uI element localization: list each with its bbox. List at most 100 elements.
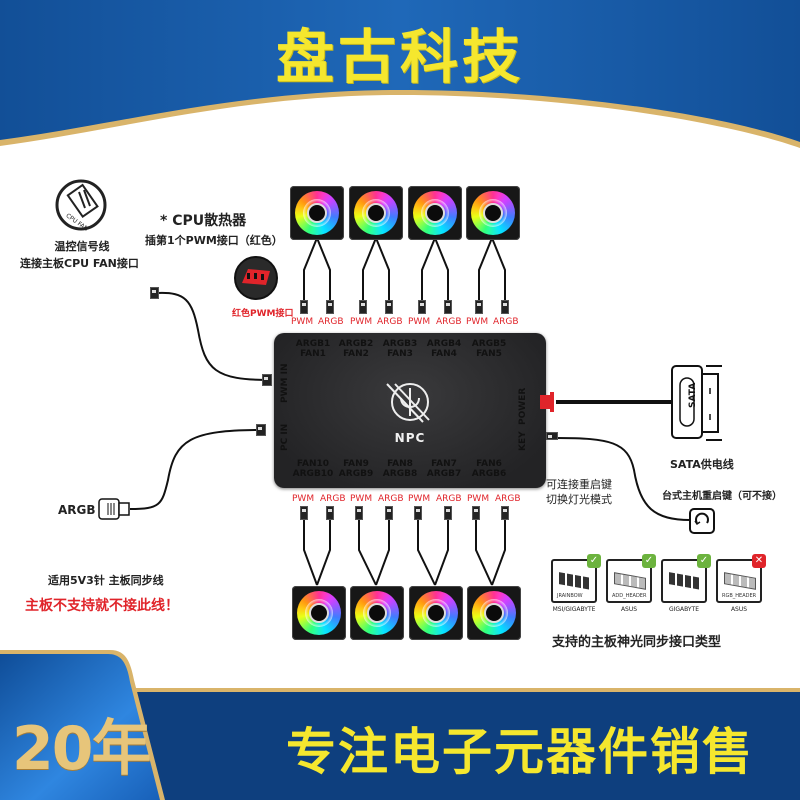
fan-bottom-2 [350,586,404,640]
cpu-cooler-title: * CPU散热器 [160,213,247,229]
hub-port-argb-label: ARGB7 [426,469,462,479]
hub-port-argb-label: ARGB10 [292,469,334,479]
mb-header-asus-add: ADD_HEADER ✓ [606,554,656,603]
mb-header-gigabyte: ✓ [661,554,711,603]
bottom-fan-3-argb-label: ARGB [436,494,462,504]
argb-plug [385,300,393,314]
hub-port-3: ARGB3 FAN3 [377,339,423,359]
pwm-plug [418,300,426,314]
check-icon: ✓ [642,554,656,568]
argb-warning: 主板不支持就不接此线！ [25,598,179,614]
hub-port-fan-label: FAN2 [343,349,369,359]
npc-fan-hub: ARGB1 FAN1 ARGB2 FAN2 ARGB3 FAN3 ARGB4 F… [274,333,546,488]
cpu-fan-header-icon: CPU FAN [55,179,107,232]
hub-port-7: FAN7 ARGB7 [421,459,467,479]
reset-button-label: 台式主机重启键（可不接） [662,491,782,502]
argb-plug [444,300,452,314]
header-pins-icon [724,572,756,590]
sata-connector-text: SATA [688,383,698,408]
pwm-in-plug [150,287,159,299]
power-label: POWER [518,387,528,425]
fan-top-4 [466,186,520,240]
hub-port-9: FAN9 ARGB9 [333,459,379,479]
pwm-plug [359,300,367,314]
banner-wave-shape [0,0,800,148]
header-pins-icon [559,572,591,590]
fan-bottom-1 [292,586,346,640]
npc-logo-text: NPC [394,431,426,445]
reset-button-icon [689,508,715,534]
bottom-fan-4-argb-label: ARGB [495,494,521,504]
years-badge: 20年 [12,714,151,784]
pwm-plug [475,300,483,314]
argb-connector-icon [98,498,130,520]
bottom-fan-3-pwm-label: PWM [408,494,431,504]
hub-port-8: FAN8 ARGB8 [377,459,423,479]
mb-header-msi-gigabyte: JRAINBOW ✓ [551,554,601,603]
bottom-banner-shape [0,650,800,800]
hub-port-fan-label: FAN8 [387,459,413,469]
top-fan-1-pwm-label: PWM [291,317,314,327]
x-icon: ✕ [752,554,766,568]
pwm-plug [300,506,308,520]
mb-brand-label: ASUS [730,606,748,613]
pwm-plug [355,506,363,520]
red-pwm-port-label: 红色PWM接口 [232,309,294,319]
argb-plug [444,506,452,520]
hub-port-fan-label: FAN10 [296,459,330,469]
key-note-line2: 切换灯光模式 [546,493,612,506]
hub-port-fan-label: FAN9 [343,459,369,469]
fan-top-3 [408,186,462,240]
hub-port-fan-label: FAN3 [387,349,413,359]
header-pins-icon [614,572,646,590]
sata-power-label: SATA供电线 [670,458,734,471]
top-fan-2-pwm-label: PWM [350,317,373,327]
top-banner: 盘古科技 [0,0,800,160]
bottom-fan-2-argb-label: ARGB [378,494,404,504]
mb-brand-label: ASUS [620,606,638,613]
key-note-line1: 可连接重启键 [546,478,612,491]
fan-top-1 [290,186,344,240]
hub-port-10: FAN10 ARGB10 [290,459,336,479]
bottom-banner: 20年 专注电子元器件销售 [0,640,800,800]
mb-brand-label: MSI/GIGABYTE [552,606,596,613]
brand-title: 盘古科技 [275,23,524,91]
hub-port-4: ARGB4 FAN4 [421,339,467,359]
pwm-plug [300,300,308,314]
pwm-in-label: PWM IN [280,363,290,404]
hub-port-argb-label: ARGB4 [426,339,462,349]
hub-port-1: ARGB1 FAN1 [290,339,336,359]
argb-plug [326,300,334,314]
bottom-fan-2-pwm-label: PWM [350,494,373,504]
mb-header-tag: ADD_HEADER [612,593,647,599]
temp-signal-line-label: 温控信号线 [54,240,110,253]
cpu-cooler-subtitle: 插第1个PWM接口（红色） [145,234,283,247]
top-fan-3-pwm-label: PWM [408,317,431,327]
check-icon: ✓ [587,554,601,568]
hub-port-fan-label: FAN7 [431,459,457,469]
bottom-fan-1-pwm-label: PWM [292,494,315,504]
argb-note: 适用5V3针 主板同步线 [48,574,164,587]
mb-headers-caption: 支持的主板神光同步接口类型 [552,635,722,650]
hub-port-2: ARGB2 FAN2 [333,339,379,359]
fan-bottom-4 [467,586,521,640]
argb-plug [501,506,509,520]
pwm-plug [414,506,422,520]
red-power-plug [540,392,554,412]
top-fan-4-pwm-label: PWM [466,317,489,327]
top-fan-2-argb-label: ARGB [377,317,403,327]
mb-header-tag: JRAINBOW [557,593,583,599]
npc-logo-icon [386,383,430,423]
hub-port-fan-label: FAN5 [476,349,502,359]
fan-bottom-3 [409,586,463,640]
connect-cpu-fan-label: 连接主板CPU FAN接口 [20,257,139,270]
hub-port-fan-label: FAN6 [476,459,502,469]
hub-port-argb-label: ARGB2 [338,339,374,349]
mb-header-tag: RGB_HEADER [722,593,757,599]
fan-top-2 [349,186,403,240]
hub-port-argb-label: ARGB9 [338,469,374,479]
pwm-plug [472,506,480,520]
argb-plug [326,506,334,520]
hub-port-6: FAN6 ARGB6 [466,459,512,479]
